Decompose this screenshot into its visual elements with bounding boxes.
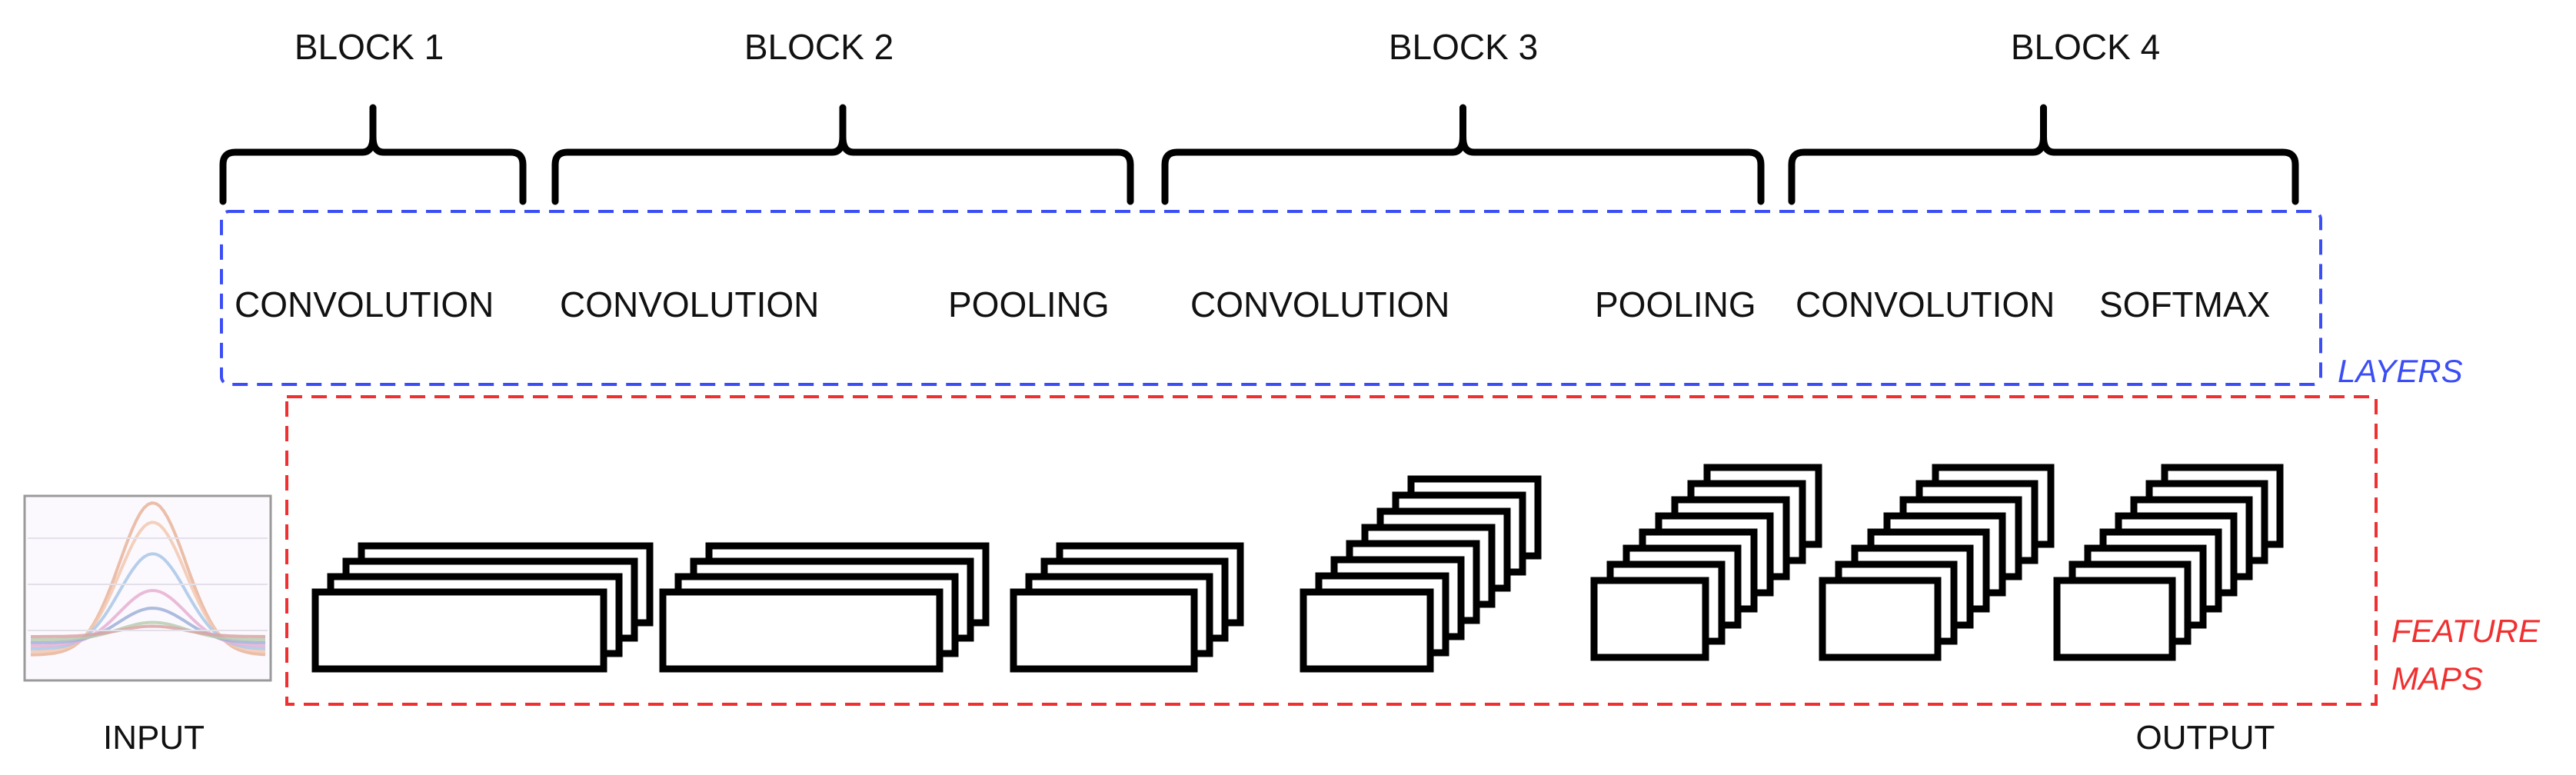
- block-2-title: BLOCK 2: [744, 27, 894, 67]
- feature-map-stack-1: [311, 542, 654, 673]
- feature-map: [311, 588, 607, 673]
- layer-block-2-convolution: CONVOLUTION: [560, 284, 820, 324]
- input-curve-7: [31, 624, 266, 638]
- block-1-title: BLOCK 1: [294, 27, 444, 67]
- layer-block-2-pooling: POOLING: [948, 284, 1110, 324]
- feature-map-stack-6: [1819, 464, 2055, 661]
- feature-map: [1010, 588, 1198, 673]
- layers-region-box: [220, 210, 2322, 386]
- feature-map-stack-2: [659, 542, 990, 673]
- output-label: OUTPUT: [2135, 719, 2275, 757]
- input-curve-6: [31, 620, 265, 641]
- feature-map-stack-3: [1010, 542, 1244, 673]
- input-label: INPUT: [103, 719, 205, 757]
- feature-map-stack-5: [1590, 464, 1822, 661]
- layers-region-label: LAYERS: [2338, 353, 2463, 389]
- feature-maps-region-label-line-1: FEATURE: [2391, 613, 2540, 649]
- layer-block-4-convolution: CONVOLUTION: [1796, 284, 2055, 324]
- feature-map: [1819, 577, 1942, 661]
- feature-map-stack-7: [2053, 464, 2284, 661]
- block-3-title: BLOCK 3: [1388, 27, 1539, 67]
- input-signal-plot: [23, 494, 272, 682]
- layer-block-3-pooling: POOLING: [1595, 284, 1756, 324]
- block-4-title: BLOCK 4: [2010, 27, 2161, 67]
- block-1-brace: [219, 104, 527, 205]
- block-2-brace: [551, 104, 1134, 205]
- feature-map: [2053, 577, 2176, 661]
- block-4-brace: [1788, 104, 2299, 205]
- feature-maps-region-box: [285, 395, 2378, 706]
- layer-block-3-convolution: CONVOLUTION: [1190, 284, 1450, 324]
- layer-block-1-convolution: CONVOLUTION: [235, 284, 494, 324]
- feature-map-stack-4: [1300, 475, 1542, 673]
- feature-map: [1300, 588, 1434, 673]
- feature-map: [1590, 577, 1709, 661]
- feature-maps-region-label-line-2: MAPS: [2391, 660, 2484, 697]
- layer-block-4-softmax: SOFTMAX: [2099, 284, 2271, 324]
- feature-map: [659, 588, 944, 673]
- block-3-brace: [1161, 104, 1765, 205]
